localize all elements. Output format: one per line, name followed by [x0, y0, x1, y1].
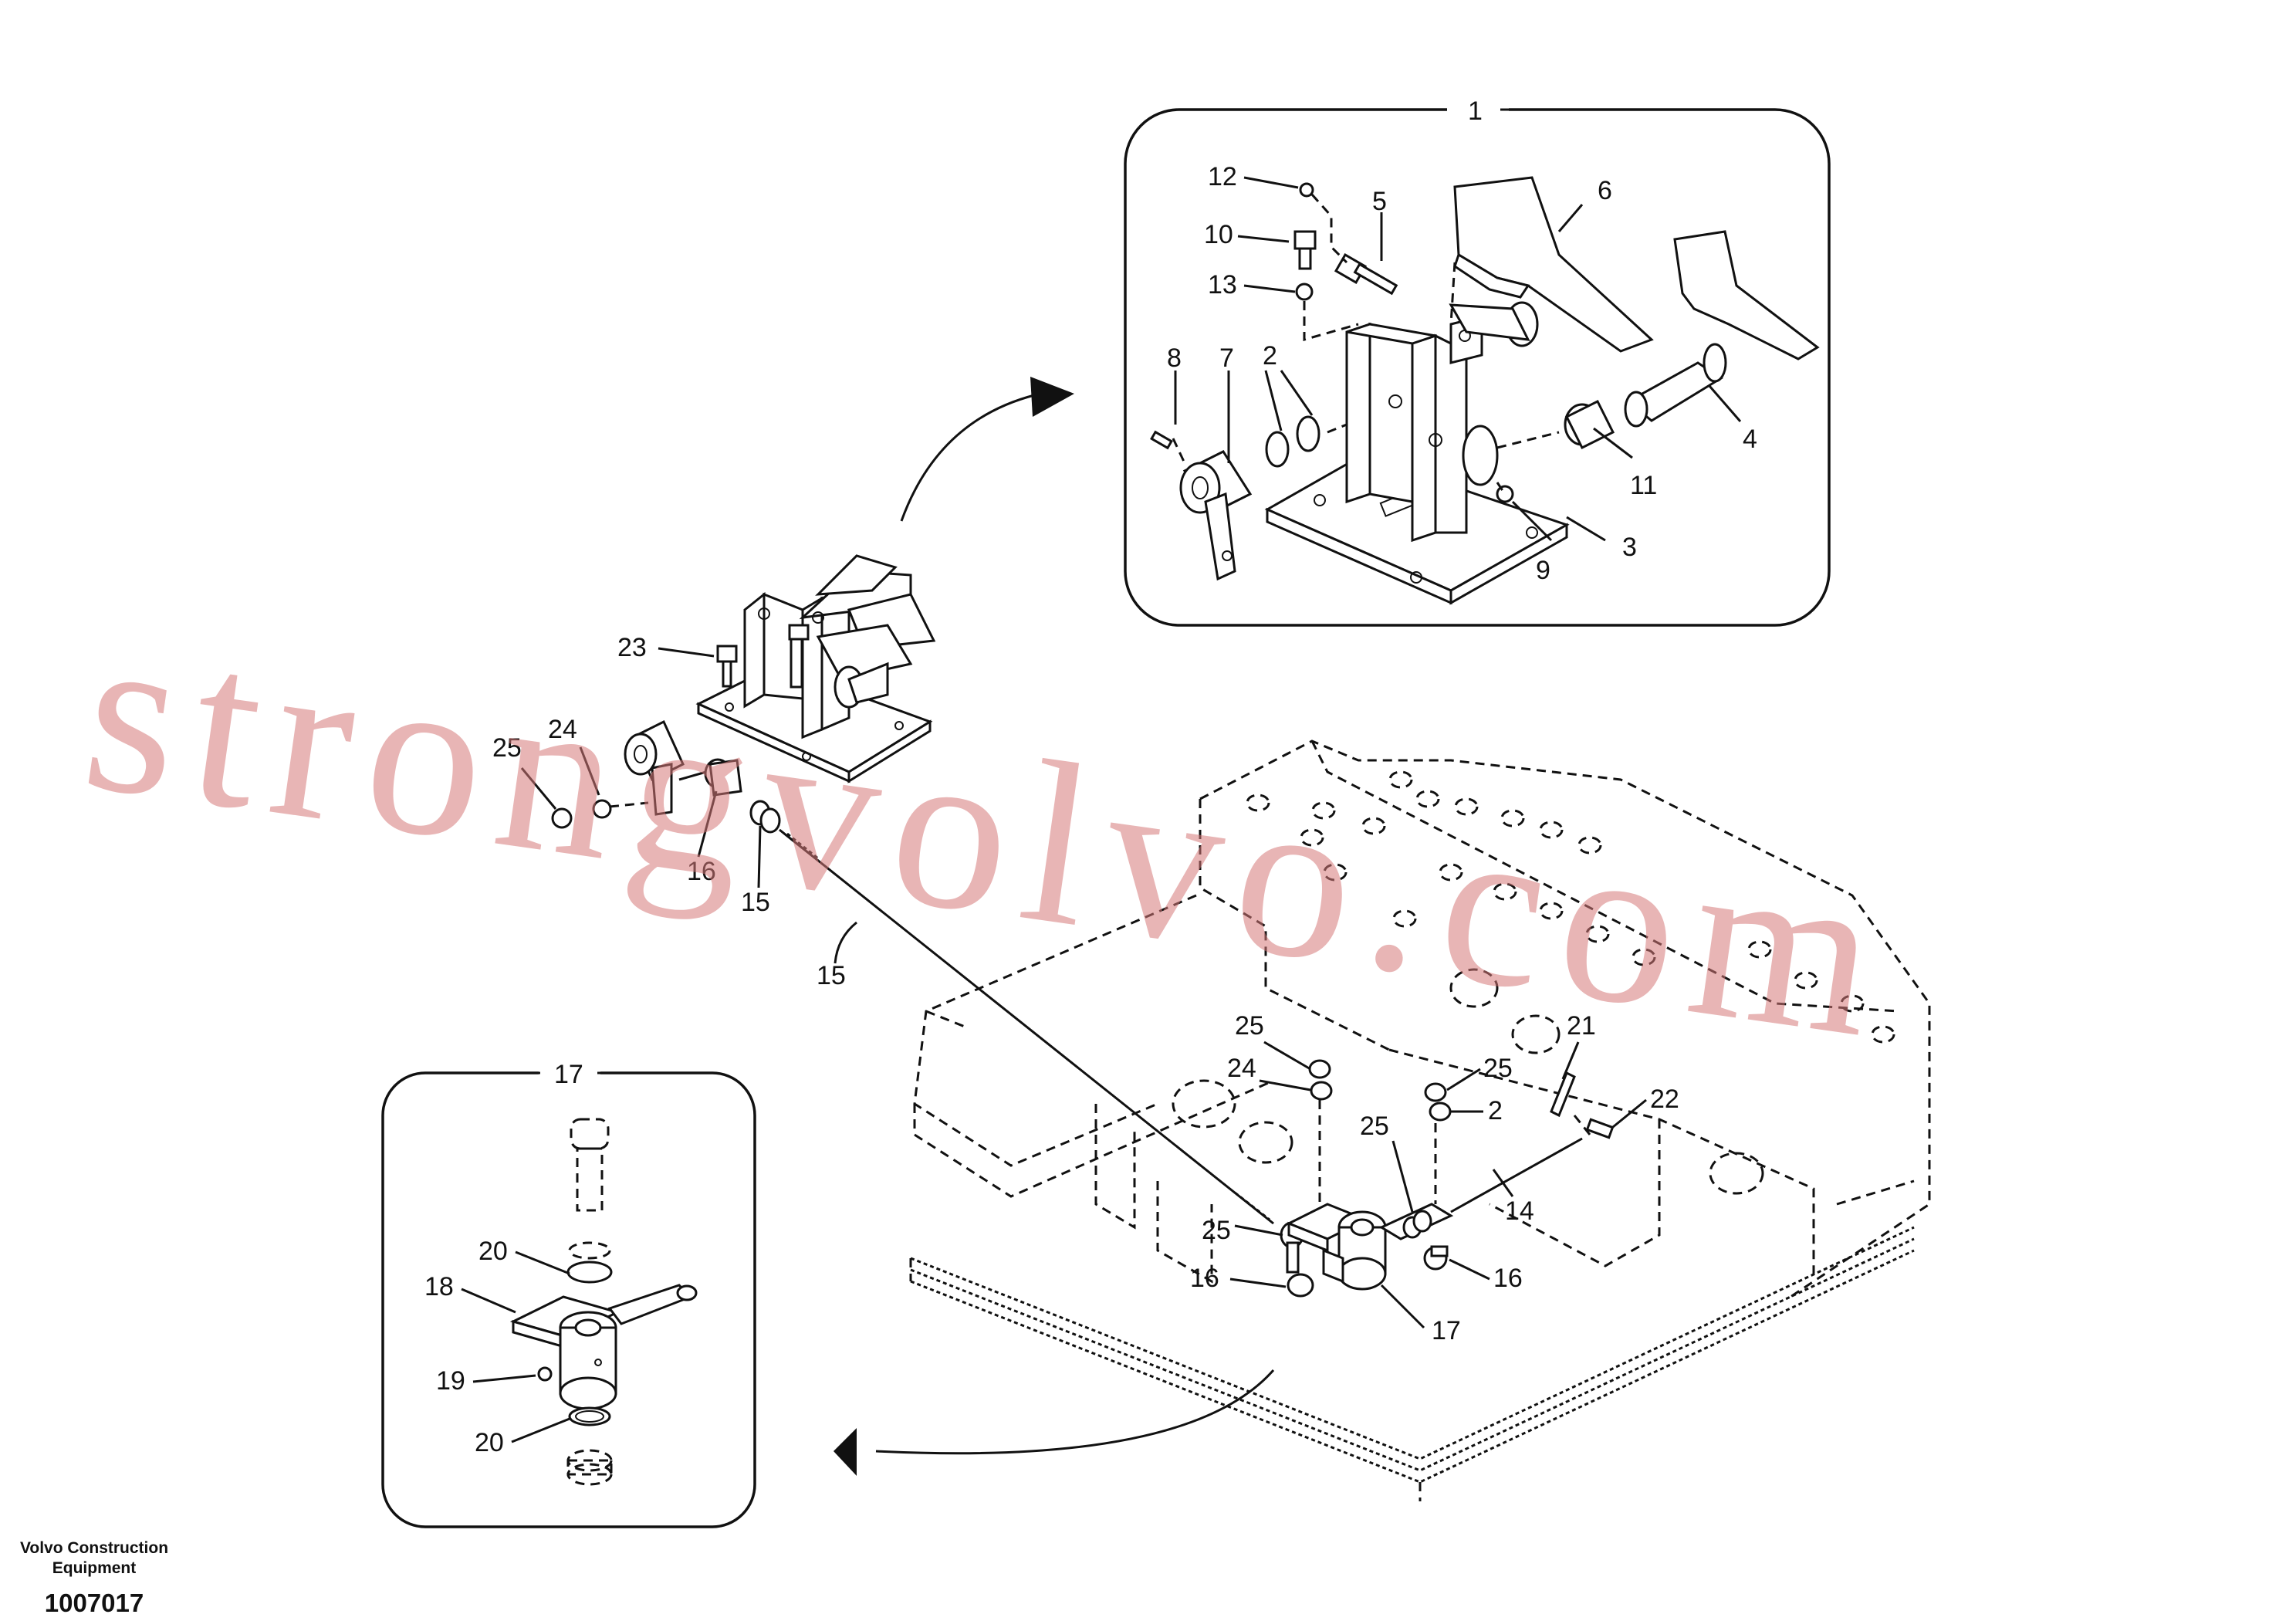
callout-25e: 25: [1202, 1216, 1231, 1245]
callout-19: 19: [436, 1366, 465, 1396]
callout-24b: 24: [1227, 1054, 1256, 1083]
lever-block-part: [509, 1118, 698, 1486]
callout-14: 14: [1505, 1196, 1534, 1226]
footer: Volvo Construction Equipment 1007017: [20, 1539, 168, 1617]
pin-8-part: [1150, 430, 1173, 450]
callout-11: 11: [1630, 471, 1657, 500]
pedal-6-part: [1449, 176, 1654, 353]
pedal-assembly: [695, 554, 936, 783]
callout-10: 10: [1204, 220, 1233, 249]
callout-18: 18: [424, 1272, 454, 1301]
callout-24a: 24: [548, 715, 577, 744]
callout-25a: 25: [492, 733, 522, 763]
callout-22: 22: [1650, 1085, 1679, 1114]
callout-20a: 20: [478, 1237, 508, 1266]
callout-15b: 15: [817, 961, 846, 990]
callout-7: 7: [1219, 343, 1234, 373]
callout-16c: 16: [1493, 1264, 1523, 1293]
callout-25c: 25: [1483, 1054, 1513, 1083]
oring-2a-part: [1265, 431, 1290, 468]
bracket-part: [1345, 315, 1499, 543]
callout-25d: 25: [1360, 1112, 1389, 1141]
detail-box-1: 1: [1124, 96, 1831, 627]
callout-3: 3: [1622, 533, 1637, 562]
valve-ports: [1172, 770, 1895, 1195]
callout-2b: 2: [1488, 1096, 1503, 1125]
callout-5: 5: [1372, 187, 1387, 216]
document-number: 1007017: [45, 1589, 144, 1617]
company-name-line1: Volvo Construction: [20, 1539, 168, 1557]
callout-12: 12: [1208, 162, 1237, 191]
callout-17a: 17: [1432, 1316, 1461, 1345]
lower-linkage: [1280, 1059, 1615, 1298]
callout-2a: 2: [1263, 341, 1277, 371]
arrow-to-detail-17: [834, 1369, 1275, 1476]
callout-25b: 25: [1235, 1011, 1264, 1041]
pedal-4-part: [1564, 230, 1820, 450]
pedal-linkage: [551, 719, 1274, 1225]
callout-16b: 16: [1190, 1264, 1219, 1293]
callout-20b: 20: [475, 1428, 504, 1457]
callout-9: 9: [1536, 556, 1550, 585]
oring-2b-part: [1296, 415, 1320, 452]
small-hardware: [1293, 182, 1514, 503]
control-valve-outline: [909, 739, 1931, 1501]
callout-23: 23: [617, 633, 647, 662]
callout-16a: 16: [687, 857, 716, 886]
callout-4: 4: [1743, 425, 1757, 454]
callout-15a: 15: [741, 888, 770, 917]
bushing-7-part: [1179, 450, 1253, 581]
callout-8: 8: [1167, 343, 1182, 373]
callout-21: 21: [1567, 1011, 1596, 1041]
callout-1: 1: [1468, 96, 1483, 126]
callout-13: 13: [1208, 270, 1237, 299]
callout-17b: 17: [554, 1060, 583, 1089]
detail-box-17: 17 20 18 19 20: [381, 1059, 756, 1528]
watermark: strongvolvo.com: [72, 580, 1907, 1088]
callout-6: 6: [1598, 176, 1612, 205]
company-name-line2: Equipment: [52, 1559, 137, 1577]
arrow-to-detail-1: [900, 377, 1074, 522]
